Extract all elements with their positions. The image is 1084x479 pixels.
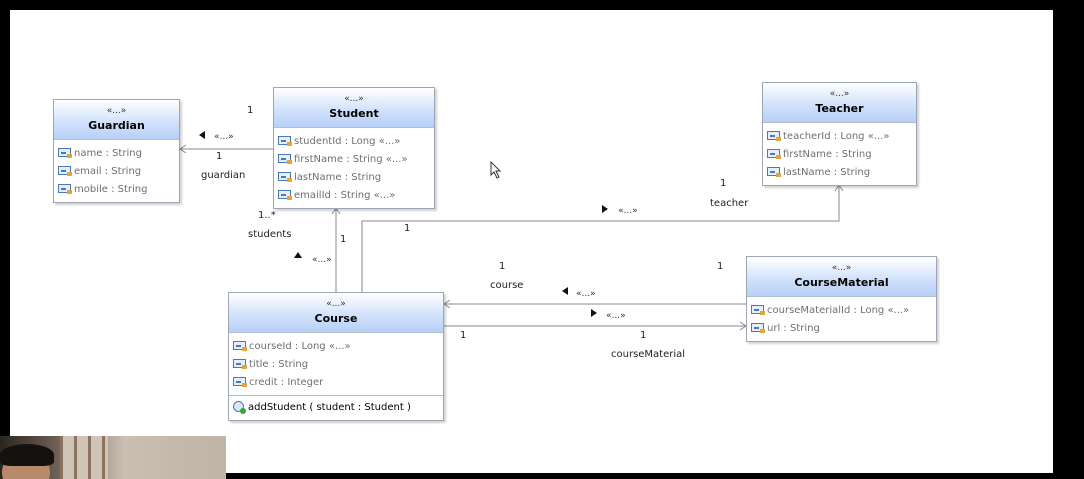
multiplicity-label: 1 [499,261,506,272]
class-header: «...» CourseMaterial [747,257,936,297]
stereotype: «...» [344,94,364,104]
attribute[interactable]: url : String [751,320,932,338]
direction-triangle-icon [562,287,568,295]
background-shelf [60,436,108,479]
direction-triangle-icon [199,131,205,139]
stereotype: «...» [106,106,127,116]
attribute-icon [58,183,72,194]
attribute-icon [233,358,247,369]
multiplicity-label: 1 [640,330,647,341]
attribute-compartment: courseMaterialId : Long «...» url : Stri… [747,297,936,341]
attribute[interactable]: courseMaterialId : Long «...» [751,302,932,320]
arrowhead-course [443,299,451,309]
role-label: students [248,229,292,240]
association-stereotype: «...» [618,206,638,216]
class-name: Teacher [815,102,864,115]
stereotype: «...» [326,299,346,309]
presenter-hair [0,444,54,466]
attribute[interactable]: courseId : Long «...» [233,338,439,356]
attribute-icon [767,130,781,141]
operation-icon [233,400,246,414]
multiplicity-label: 1..* [258,210,276,221]
role-label: courseMaterial [611,349,686,360]
attribute-compartment: name : String email : String mobile : St… [54,140,179,202]
direction-triangle-icon [602,205,608,213]
attribute[interactable]: credit : Integer [233,374,439,392]
attribute-icon [767,148,781,159]
attribute-icon [751,304,765,315]
attribute-compartment: teacherId : Long «...» firstName : Strin… [763,123,916,185]
class-name: CourseMaterial [794,276,889,289]
role-label: teacher [710,198,749,209]
attribute[interactable]: email : String [58,163,175,181]
class-course[interactable]: «...» Course courseId : Long «...» title… [228,292,444,421]
attribute-compartment: studentId : Long «...» firstName : Strin… [274,128,434,208]
class-teacher[interactable]: «...» Teacher teacherId : Long «...» fir… [762,82,917,186]
role-label: guardian [201,170,246,181]
attribute-icon [233,376,247,387]
attribute[interactable]: studentId : Long «...» [278,133,430,151]
association-lines [179,144,844,331]
class-guardian[interactable]: «...» Guardian name : String email : Str… [53,99,180,203]
attribute[interactable]: lastName : String [767,164,912,182]
association-stereotype: «...» [312,255,332,265]
stereotype: «...» [831,263,852,273]
class-name: Guardian [88,119,145,132]
class-coursematerial[interactable]: «...» CourseMaterial courseMaterialId : … [746,256,937,342]
association-stereotype: «...» [576,289,596,299]
attribute-icon [278,171,292,182]
multiplicity-label: 1 [216,151,223,162]
attribute[interactable]: firstName : String «...» [278,151,430,169]
direction-triangle-icon [294,252,302,258]
association-stereotype: «...» [606,311,626,321]
attribute[interactable]: firstName : String [767,146,912,164]
operation-compartment: addStudent ( student : Student ) [229,395,443,420]
attribute-icon [233,340,247,351]
class-name: Course [314,312,358,325]
attribute[interactable]: name : String [58,145,175,163]
class-student[interactable]: «...» Student studentId : Long «...» fir… [273,87,435,209]
attribute[interactable]: emailId : String «...» [278,187,430,205]
stereotype: «...» [829,89,850,99]
multiplicity-label: 1 [404,223,411,234]
class-name: Student [329,107,379,120]
edge-course-teacher [361,185,840,292]
class-header: «...» Guardian [54,100,179,140]
attribute-icon [278,153,292,164]
class-header: «...» Student [274,88,434,128]
diagram-canvas: «...» Guardian name : String email : Str… [10,10,1053,473]
attribute-icon [278,135,292,146]
attribute-icon [278,189,292,200]
attribute[interactable]: mobile : String [58,181,175,199]
operation[interactable]: addStudent ( student : Student ) [233,399,439,417]
webcam-overlay [0,436,226,479]
attribute-compartment: courseId : Long «...» title : String cre… [229,333,443,395]
attribute[interactable]: title : String [233,356,439,374]
attribute-icon [58,147,72,158]
multiplicity-label: 1 [340,234,347,245]
multiplicity-label: 1 [717,261,724,272]
role-label: course [490,280,524,291]
arrowhead-guardian [179,144,187,154]
association-stereotype: «...» [214,132,234,142]
attribute-icon [767,166,781,177]
multiplicity-label: 1 [247,105,254,116]
multiplicity-label: 1 [720,178,727,189]
multiplicity-label: 1 [460,330,467,341]
class-header: «...» Teacher [763,83,916,123]
attribute-icon [58,165,72,176]
attribute[interactable]: teacherId : Long «...» [767,128,912,146]
direction-triangle-icon [591,309,597,317]
attribute[interactable]: lastName : String [278,169,430,187]
attribute-icon [751,322,765,333]
mouse-cursor-icon [490,161,502,179]
class-header: «...» Course [229,293,443,333]
